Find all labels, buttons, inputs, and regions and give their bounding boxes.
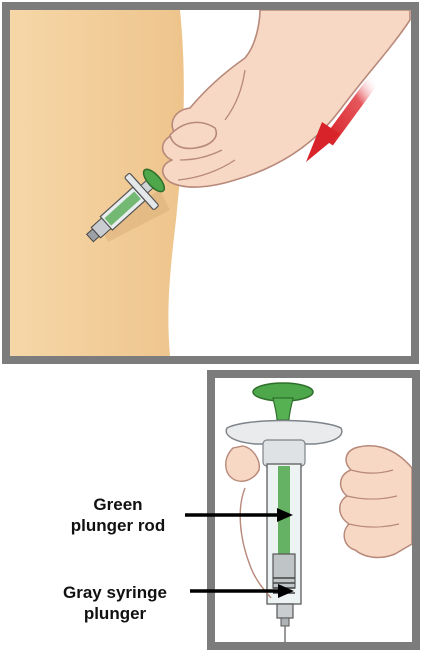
gray-syringe-plunger-label-line2: plunger bbox=[30, 603, 200, 624]
left-knuckle bbox=[226, 446, 260, 481]
gray-syringe-plunger-label-line1: Gray syringe bbox=[30, 582, 200, 603]
injection-illustration-panel bbox=[2, 2, 419, 364]
black-arrow-icon bbox=[190, 581, 296, 601]
hand bbox=[163, 10, 410, 187]
green-plunger-rod-label-line1: Green bbox=[48, 494, 188, 515]
needle-hub bbox=[277, 604, 293, 618]
flange-hub bbox=[263, 440, 305, 466]
green-plunger-rod-label-line2: plunger rod bbox=[48, 515, 188, 536]
green-plunger-rod-label: Green plunger rod bbox=[48, 494, 188, 536]
injection-scene bbox=[10, 10, 411, 356]
black-arrow-icon bbox=[185, 505, 295, 525]
green-plunger-neck bbox=[273, 398, 293, 420]
gray-syringe-plunger-label: Gray syringe plunger bbox=[30, 582, 200, 624]
needle-tip-cap bbox=[281, 618, 289, 626]
gripping-hand bbox=[340, 446, 412, 558]
